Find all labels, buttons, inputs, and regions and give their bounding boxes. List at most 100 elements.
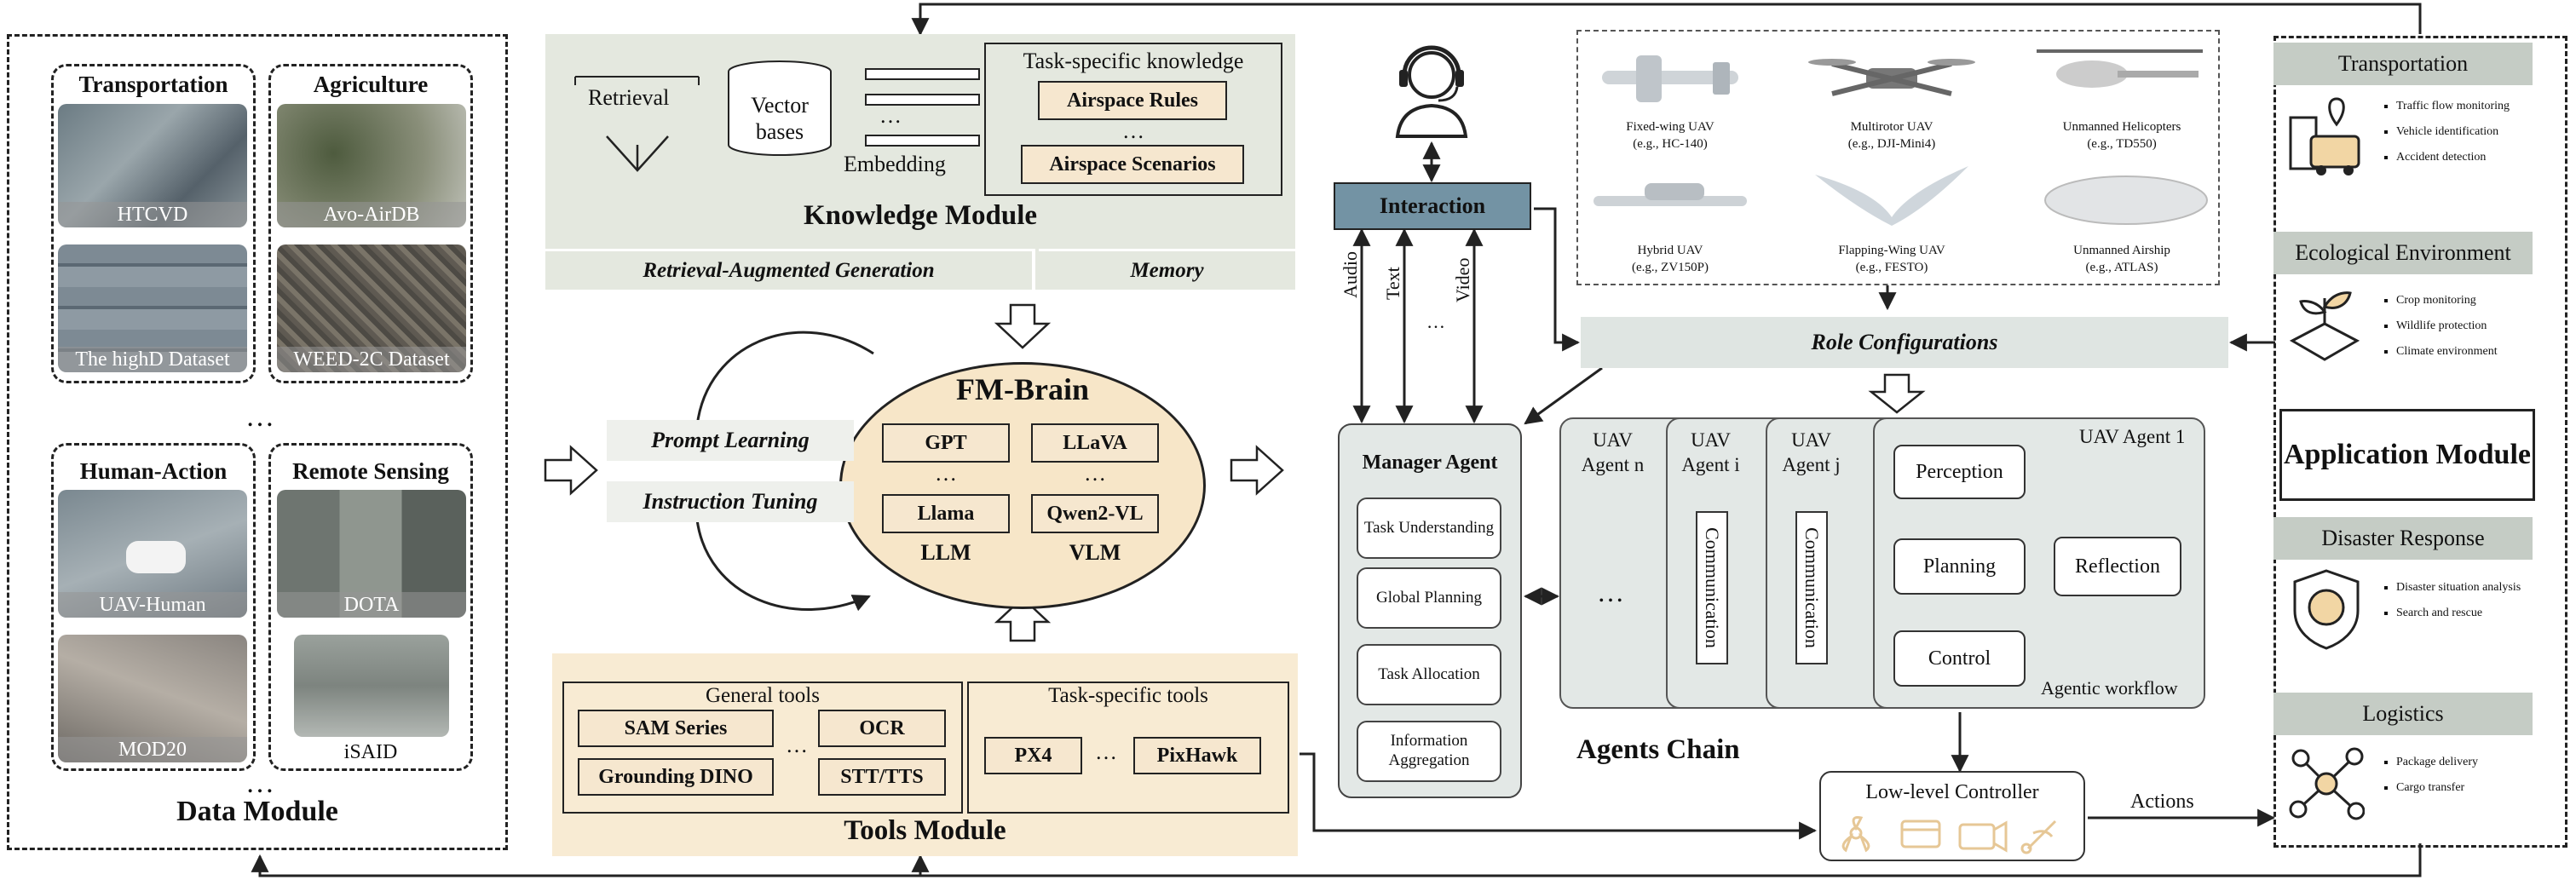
data-category-remote-sensing (268, 443, 473, 771)
app-bullet: Vehicle identification (2396, 119, 2510, 145)
manager-information-aggregation: Information Aggregation (1357, 721, 1501, 782)
task-tools-dots: … (1095, 739, 1117, 764)
retrieval-label: Retrieval (588, 85, 670, 110)
category-title-agriculture: Agriculture (313, 72, 429, 97)
channel-audio: Audio (1340, 251, 1361, 298)
general-tools-box (562, 682, 963, 814)
task-tools-title: Task-specific tools (1048, 684, 1208, 707)
agents-chain-title: Agents Chain (1576, 734, 1740, 765)
tool-ocr: OCR (818, 710, 946, 747)
dataset-thumb-uav-human: UAV-Human (58, 490, 247, 618)
model-qwen2-vl: Qwen2-VL (1031, 494, 1159, 533)
app-bullet: Package delivery (2396, 750, 2478, 775)
unmanned-airship-icon (2044, 175, 2208, 225)
uav-flapping-wing-caption: Flapping-Wing UAV (e.g., FESTO) (1798, 243, 1985, 276)
task-knowledge-box (984, 43, 1282, 196)
embedding-dots: … (879, 103, 902, 128)
knowledge-items-dots: … (1122, 118, 1144, 143)
low-level-controller-label: Low-level Controller (1865, 780, 2039, 803)
dataset-thumb-avo-airdb: Avo-AirDB (277, 104, 466, 227)
application-module-frame (2273, 36, 2567, 848)
manager-task-understanding: Task Understanding (1357, 498, 1501, 559)
dataset-thumb-weed-2c: WEED-2C Dataset (277, 244, 466, 372)
dataset-label-htcvd: HTCVD (58, 202, 247, 227)
dataset-thumb-highd: The highD Dataset (58, 244, 247, 372)
prompt-learning-box: Prompt Learning (607, 420, 854, 461)
communication-label-2: Communication (1801, 527, 1823, 648)
tool-stt-tts: STT/TTS (818, 758, 946, 796)
embedding-bar (865, 68, 980, 80)
app-section-disaster-bullets: Disaster situation analysis Search and r… (2377, 575, 2521, 626)
uav-airship-caption: Unmanned Airship (e.g., ATLAS) (2028, 243, 2216, 276)
agent-i-label: UAV Agent i (1681, 429, 1740, 475)
app-section-logistics-title: Logistics (2273, 693, 2533, 735)
uav-fixed-wing-eg: (e.g., HC-140) (1633, 136, 1708, 151)
vlm-dots: … (1084, 461, 1106, 486)
uav-airship-eg: (e.g., ATLAS) (2085, 260, 2158, 274)
workflow-reflection: Reflection (2054, 537, 2181, 596)
dataset-label-dota: DOTA (277, 592, 466, 618)
uav-helicopter-caption: Unmanned Helicopters (e.g., TD550) (2028, 119, 2216, 152)
unmanned-helicopter-icon (2037, 49, 2203, 88)
application-module-title: Application Module (2279, 409, 2535, 501)
app-section-transportation-bullets: Traffic flow monitoring Vehicle identifi… (2377, 94, 2510, 170)
uav-hybrid-name: Hybrid UAV (1637, 244, 1703, 257)
communication-bar-2 (1795, 511, 1828, 664)
rag-label: Retrieval-Augmented Generation (545, 249, 1035, 290)
uav-hybrid-caption: Hybrid UAV (e.g., ZV150P) (1576, 243, 1764, 276)
flapping-wing-uav-icon (1815, 166, 1968, 226)
app-bullet: Cargo transfer (2396, 775, 2478, 801)
category-title-transportation: Transportation (78, 72, 228, 97)
embedding-bar (865, 94, 980, 106)
app-section-logistics-bullets: Package delivery Cargo transfer (2377, 750, 2478, 801)
channel-video: Video (1452, 257, 1473, 302)
app-section-disaster-title: Disaster Response (2273, 517, 2533, 560)
tools-module-title: Tools Module (844, 814, 1006, 846)
hybrid-uav-icon (1593, 183, 1747, 206)
dataset-label-avo-airdb: Avo-AirDB (277, 202, 466, 227)
workflow-perception: Perception (1893, 445, 2026, 499)
communication-label-1: Communication (1702, 527, 1723, 648)
multirotor-uav-icon (1808, 59, 1975, 96)
agent-1-label: UAV Agent 1 (2079, 426, 2186, 447)
transportation-icon (2289, 97, 2360, 175)
agent-n-label: UAV Agent n (1581, 429, 1645, 475)
dataset-thumb-dota: DOTA (277, 490, 466, 618)
dataset-thumb-isaid (294, 635, 449, 737)
uav-flapping-wing-eg: (e.g., FESTO) (1855, 260, 1928, 274)
airspace-rules-box: Airspace Rules (1038, 81, 1227, 120)
general-tools-title: General tools (706, 684, 820, 707)
fixed-wing-uav-icon (1602, 55, 1738, 102)
actions-label: Actions (2130, 791, 2194, 813)
manager-global-planning: Global Planning (1357, 567, 1501, 629)
model-llama: Llama (882, 494, 1010, 533)
app-bullet: Search and rescue (2396, 601, 2521, 626)
instruction-tuning-box: Instruction Tuning (607, 481, 854, 522)
channel-dots: … (1426, 311, 1445, 332)
embedding-bar (865, 135, 980, 147)
uav-helicopter-name: Unmanned Helicopters (2062, 120, 2181, 134)
disaster-icon (2293, 569, 2360, 650)
fm-brain-ellipse (839, 362, 1206, 609)
general-tools-dots: … (786, 733, 808, 757)
dataset-thumb-htcvd: HTCVD (58, 104, 247, 227)
app-section-ecological-title: Ecological Environment (2273, 232, 2533, 274)
uav-multirotor-eg: (e.g., DJI-Mini4) (1847, 136, 1936, 151)
workflow-control: Control (1893, 630, 2026, 687)
operator-headset-icon (1395, 45, 1468, 138)
dataset-label-uav-human: UAV-Human (58, 592, 247, 618)
app-bullet: Disaster situation analysis (2396, 575, 2521, 601)
knowledge-module-title: Knowledge Module (803, 199, 1038, 231)
dataset-label-isaid: iSAID (343, 740, 398, 763)
vector-bases-icon (728, 60, 832, 156)
llm-label: LLM (920, 540, 971, 565)
data-ellipsis-mid: … (245, 401, 274, 433)
manager-task-allocation: Task Allocation (1357, 644, 1501, 705)
embedding-label: Embedding (844, 152, 946, 176)
retrieval-funnel-icon (574, 76, 700, 172)
ecological-icon (2289, 291, 2360, 361)
interaction-box: Interaction (1334, 182, 1531, 230)
agents-dots: … (1597, 576, 1624, 607)
app-bullet: Crop monitoring (2396, 288, 2498, 313)
tool-pixhawk: PixHawk (1133, 737, 1261, 774)
